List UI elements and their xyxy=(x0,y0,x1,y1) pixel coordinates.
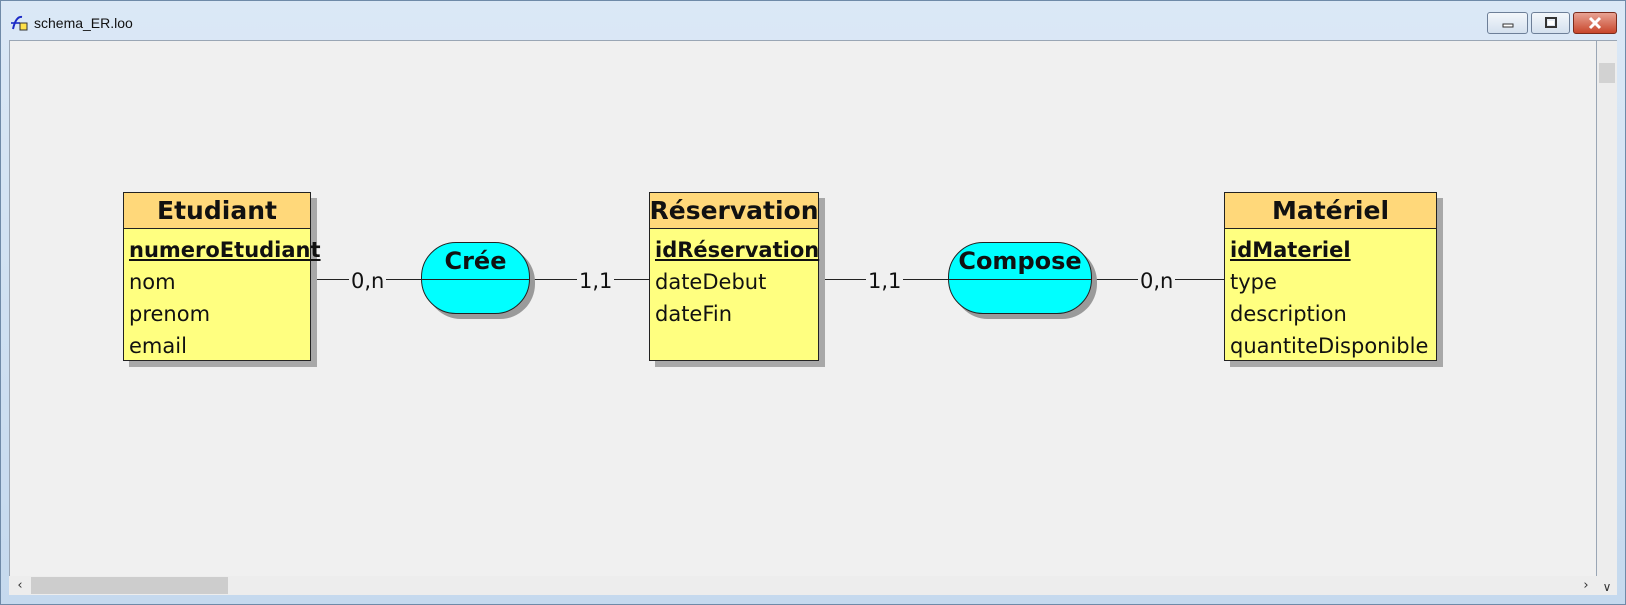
attribute: dateDebut xyxy=(655,270,767,294)
close-button[interactable] xyxy=(1573,12,1617,34)
association-compose[interactable]: Compose xyxy=(948,242,1092,314)
maximize-button[interactable] xyxy=(1531,12,1570,34)
entity-materiel[interactable]: Matériel idMateriel type description qua… xyxy=(1224,192,1437,361)
close-icon xyxy=(1588,16,1602,30)
association-title: Crée xyxy=(444,247,507,275)
cardinality-label: 0,n xyxy=(1138,269,1176,293)
horizontal-scrollbar[interactable]: ‹ › xyxy=(9,576,1597,595)
scroll-down-arrow-icon[interactable]: ∨ xyxy=(1602,580,1612,594)
vertical-scrollbar[interactable]: ∨ xyxy=(1597,40,1617,595)
vertical-scroll-thumb[interactable] xyxy=(1599,63,1615,83)
cardinality-label: 0,n xyxy=(349,269,387,293)
cardinality-label: 1,1 xyxy=(866,269,904,293)
primary-key-attribute: idMateriel xyxy=(1230,238,1351,262)
horizontal-scroll-thumb[interactable] xyxy=(31,577,228,594)
diagram-canvas[interactable]: 0,n 1,1 1,1 0,n Etudiant numeroEtudiant … xyxy=(9,40,1597,595)
looping-app-icon xyxy=(11,15,28,31)
attribute: quantiteDisponible xyxy=(1230,334,1429,358)
title-bar[interactable]: schema_ER.loo xyxy=(1,1,1625,39)
attribute: description xyxy=(1230,302,1347,326)
scroll-right-arrow-icon[interactable]: › xyxy=(1583,578,1589,593)
attribute: nom xyxy=(129,270,176,294)
attribute: dateFin xyxy=(655,302,733,326)
entity-title: Réservation xyxy=(649,193,819,229)
attribute: type xyxy=(1230,270,1277,294)
entity-title: Matériel xyxy=(1225,193,1436,229)
entity-etudiant[interactable]: Etudiant numeroEtudiant nom prenom email xyxy=(123,192,321,361)
attribute: prenom xyxy=(129,302,211,326)
window-title: schema_ER.loo xyxy=(34,15,133,31)
entity-title: Etudiant xyxy=(124,193,310,229)
restore-icon xyxy=(1544,17,1557,28)
association-cree[interactable]: Crée xyxy=(421,242,530,314)
association-divider xyxy=(422,279,529,280)
association-title: Compose xyxy=(958,247,1082,275)
minimize-button[interactable] xyxy=(1487,12,1528,34)
scroll-left-arrow-icon[interactable]: ‹ xyxy=(17,578,23,593)
primary-key-attribute: numeroEtudiant xyxy=(129,238,321,262)
primary-key-attribute: idRéservation xyxy=(655,238,820,262)
attribute: email xyxy=(129,334,187,358)
minimize-icon xyxy=(1502,23,1513,28)
association-divider xyxy=(949,279,1091,280)
entity-reservation[interactable]: Réservation idRéservation dateDebut date… xyxy=(649,192,819,361)
cardinality-label: 1,1 xyxy=(577,269,615,293)
